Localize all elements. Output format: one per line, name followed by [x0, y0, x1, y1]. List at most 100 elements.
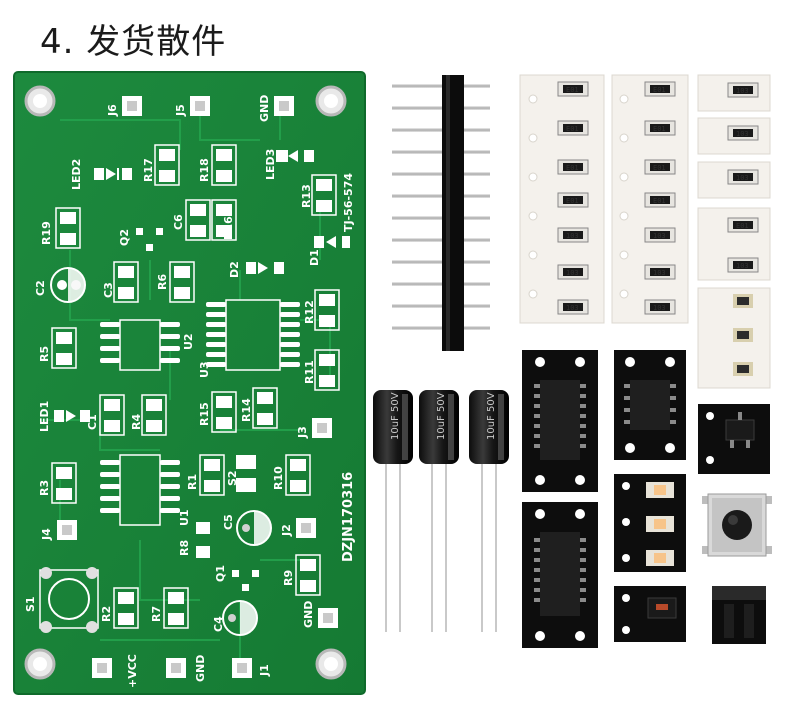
- transistor-footprints: [136, 228, 259, 591]
- svg-text:103: 103: [566, 232, 579, 240]
- label-j5: J5: [174, 104, 187, 117]
- pcb-board: J6 J5 GND LED2 R17 R18 LED3 R13 TJ-56-57…: [13, 71, 366, 695]
- tht-pads: [57, 96, 338, 678]
- svg-text:E01: E01: [736, 222, 749, 230]
- label-s1: S1: [24, 596, 37, 612]
- svg-text:10uF 50V: 10uF 50V: [486, 392, 497, 440]
- label-u1: U1: [178, 509, 191, 526]
- svg-text:103: 103: [653, 232, 666, 240]
- capacitor-3: 10uF 50V: [469, 390, 509, 464]
- label-r8: R8: [178, 540, 191, 556]
- label-r7: R7: [150, 606, 163, 622]
- smd-footprints: [51, 144, 340, 629]
- svg-text:103: 103: [566, 304, 579, 312]
- svg-text:103: 103: [736, 87, 749, 95]
- svg-text:103: 103: [736, 130, 749, 138]
- page-title: 4. 发货散件: [40, 22, 227, 62]
- ic-footprints: [100, 299, 300, 526]
- electrolytic-capacitors: 10uF 50V 10uF 50V 10uF 50V: [373, 390, 509, 632]
- svg-text:E01: E01: [566, 164, 579, 172]
- label-r16: R16: [222, 216, 235, 240]
- label-r4: R4: [130, 414, 143, 430]
- label-r2: R2: [100, 606, 113, 622]
- svg-text:E01: E01: [566, 86, 579, 94]
- silkscreen-labels: J6 J5 GND LED2 R17 R18 LED3 R13 TJ-56-57…: [24, 95, 356, 688]
- smd-leds: [614, 474, 686, 572]
- label-c6: C6: [172, 214, 185, 230]
- label-gnd-right: GND: [302, 601, 315, 628]
- label-d1: D1: [308, 249, 321, 266]
- led-footprints: [54, 150, 350, 422]
- label-r3: R3: [38, 480, 51, 496]
- svg-text:10uF 50V: 10uF 50V: [436, 392, 447, 440]
- label-j2: J2: [280, 524, 293, 537]
- svg-text:103: 103: [736, 174, 749, 182]
- svg-text:103: 103: [653, 304, 666, 312]
- label-board-id: DZJN170316: [341, 472, 356, 562]
- ic-chip-sop14-2: [522, 502, 598, 648]
- sot23-diode: [614, 586, 686, 642]
- mounting-hole: [24, 85, 347, 680]
- svg-text:E01: E01: [653, 125, 666, 133]
- label-led2: LED2: [70, 159, 83, 190]
- header-body: [442, 75, 464, 351]
- label-c5: C5: [222, 514, 235, 530]
- label-gnd-bottom: GND: [194, 655, 207, 682]
- ic-chip-sop14-1: [522, 350, 598, 492]
- label-j6: J6: [106, 104, 119, 117]
- label-u2: U2: [182, 333, 195, 350]
- pin-header: [392, 75, 490, 351]
- smd-tape-strip-2: E01 E01 E01 E01 103 103 103: [611, 74, 689, 324]
- header-pins: [392, 84, 490, 330]
- label-r12: R12: [303, 300, 316, 324]
- jumper-cap: [712, 586, 766, 644]
- s1-footprint: [39, 567, 99, 633]
- label-q1: Q1: [214, 565, 227, 582]
- label-c3: C3: [102, 282, 115, 298]
- label-r1: R1: [186, 474, 199, 490]
- label-r15: R15: [198, 402, 211, 426]
- label-vcc: +VCC: [126, 654, 139, 688]
- label-s2: S2: [226, 470, 239, 486]
- svg-text:103: 103: [653, 269, 666, 277]
- ic-chip-sop8: [614, 350, 686, 460]
- smd-resistors: E01 E01 E01 E01 103 103 103: [557, 81, 589, 315]
- svg-text:103: 103: [736, 262, 749, 270]
- label-r6: R6: [156, 274, 169, 290]
- label-c2: C2: [34, 280, 47, 296]
- cap-footprints: [50, 267, 272, 636]
- label-r11: R11: [303, 360, 316, 384]
- svg-text:E01: E01: [653, 197, 666, 205]
- label-gnd-top: GND: [258, 95, 271, 122]
- label-led1: LED1: [38, 401, 51, 432]
- smd-singles: 103 103 103 E01 103: [697, 74, 771, 389]
- label-r17: R17: [142, 158, 155, 182]
- label-led3: LED3: [264, 149, 277, 180]
- label-j1: J1: [258, 664, 271, 677]
- capacitor-2: 10uF 50V: [419, 390, 459, 464]
- label-r9: R9: [282, 570, 295, 586]
- label-j3: J3: [296, 426, 309, 439]
- capacitor-1: 10uF 50V: [373, 390, 413, 464]
- label-r14: R14: [240, 398, 253, 422]
- svg-text:10uF 50V: 10uF 50V: [390, 392, 401, 440]
- label-model: TJ-56-574: [342, 173, 355, 232]
- label-c4: C4: [212, 616, 225, 632]
- svg-text:E01: E01: [653, 164, 666, 172]
- sot23-transistors: [698, 404, 770, 474]
- label-j4: J4: [40, 528, 53, 541]
- svg-text:103: 103: [566, 269, 579, 277]
- svg-text:E01: E01: [566, 197, 579, 205]
- label-r10: R10: [272, 466, 285, 490]
- label-c1: C1: [86, 414, 99, 430]
- label-q2: Q2: [118, 229, 131, 246]
- label-r19: R19: [40, 221, 53, 245]
- label-d2: D2: [228, 261, 241, 278]
- label-u3: U3: [198, 361, 211, 378]
- label-r13: R13: [300, 184, 313, 208]
- svg-text:E01: E01: [566, 125, 579, 133]
- smd-tape-strip-1: E01 E01 E01 E01 103 103 103: [519, 74, 605, 324]
- tactile-switch: [702, 493, 772, 557]
- label-r5: R5: [38, 346, 51, 362]
